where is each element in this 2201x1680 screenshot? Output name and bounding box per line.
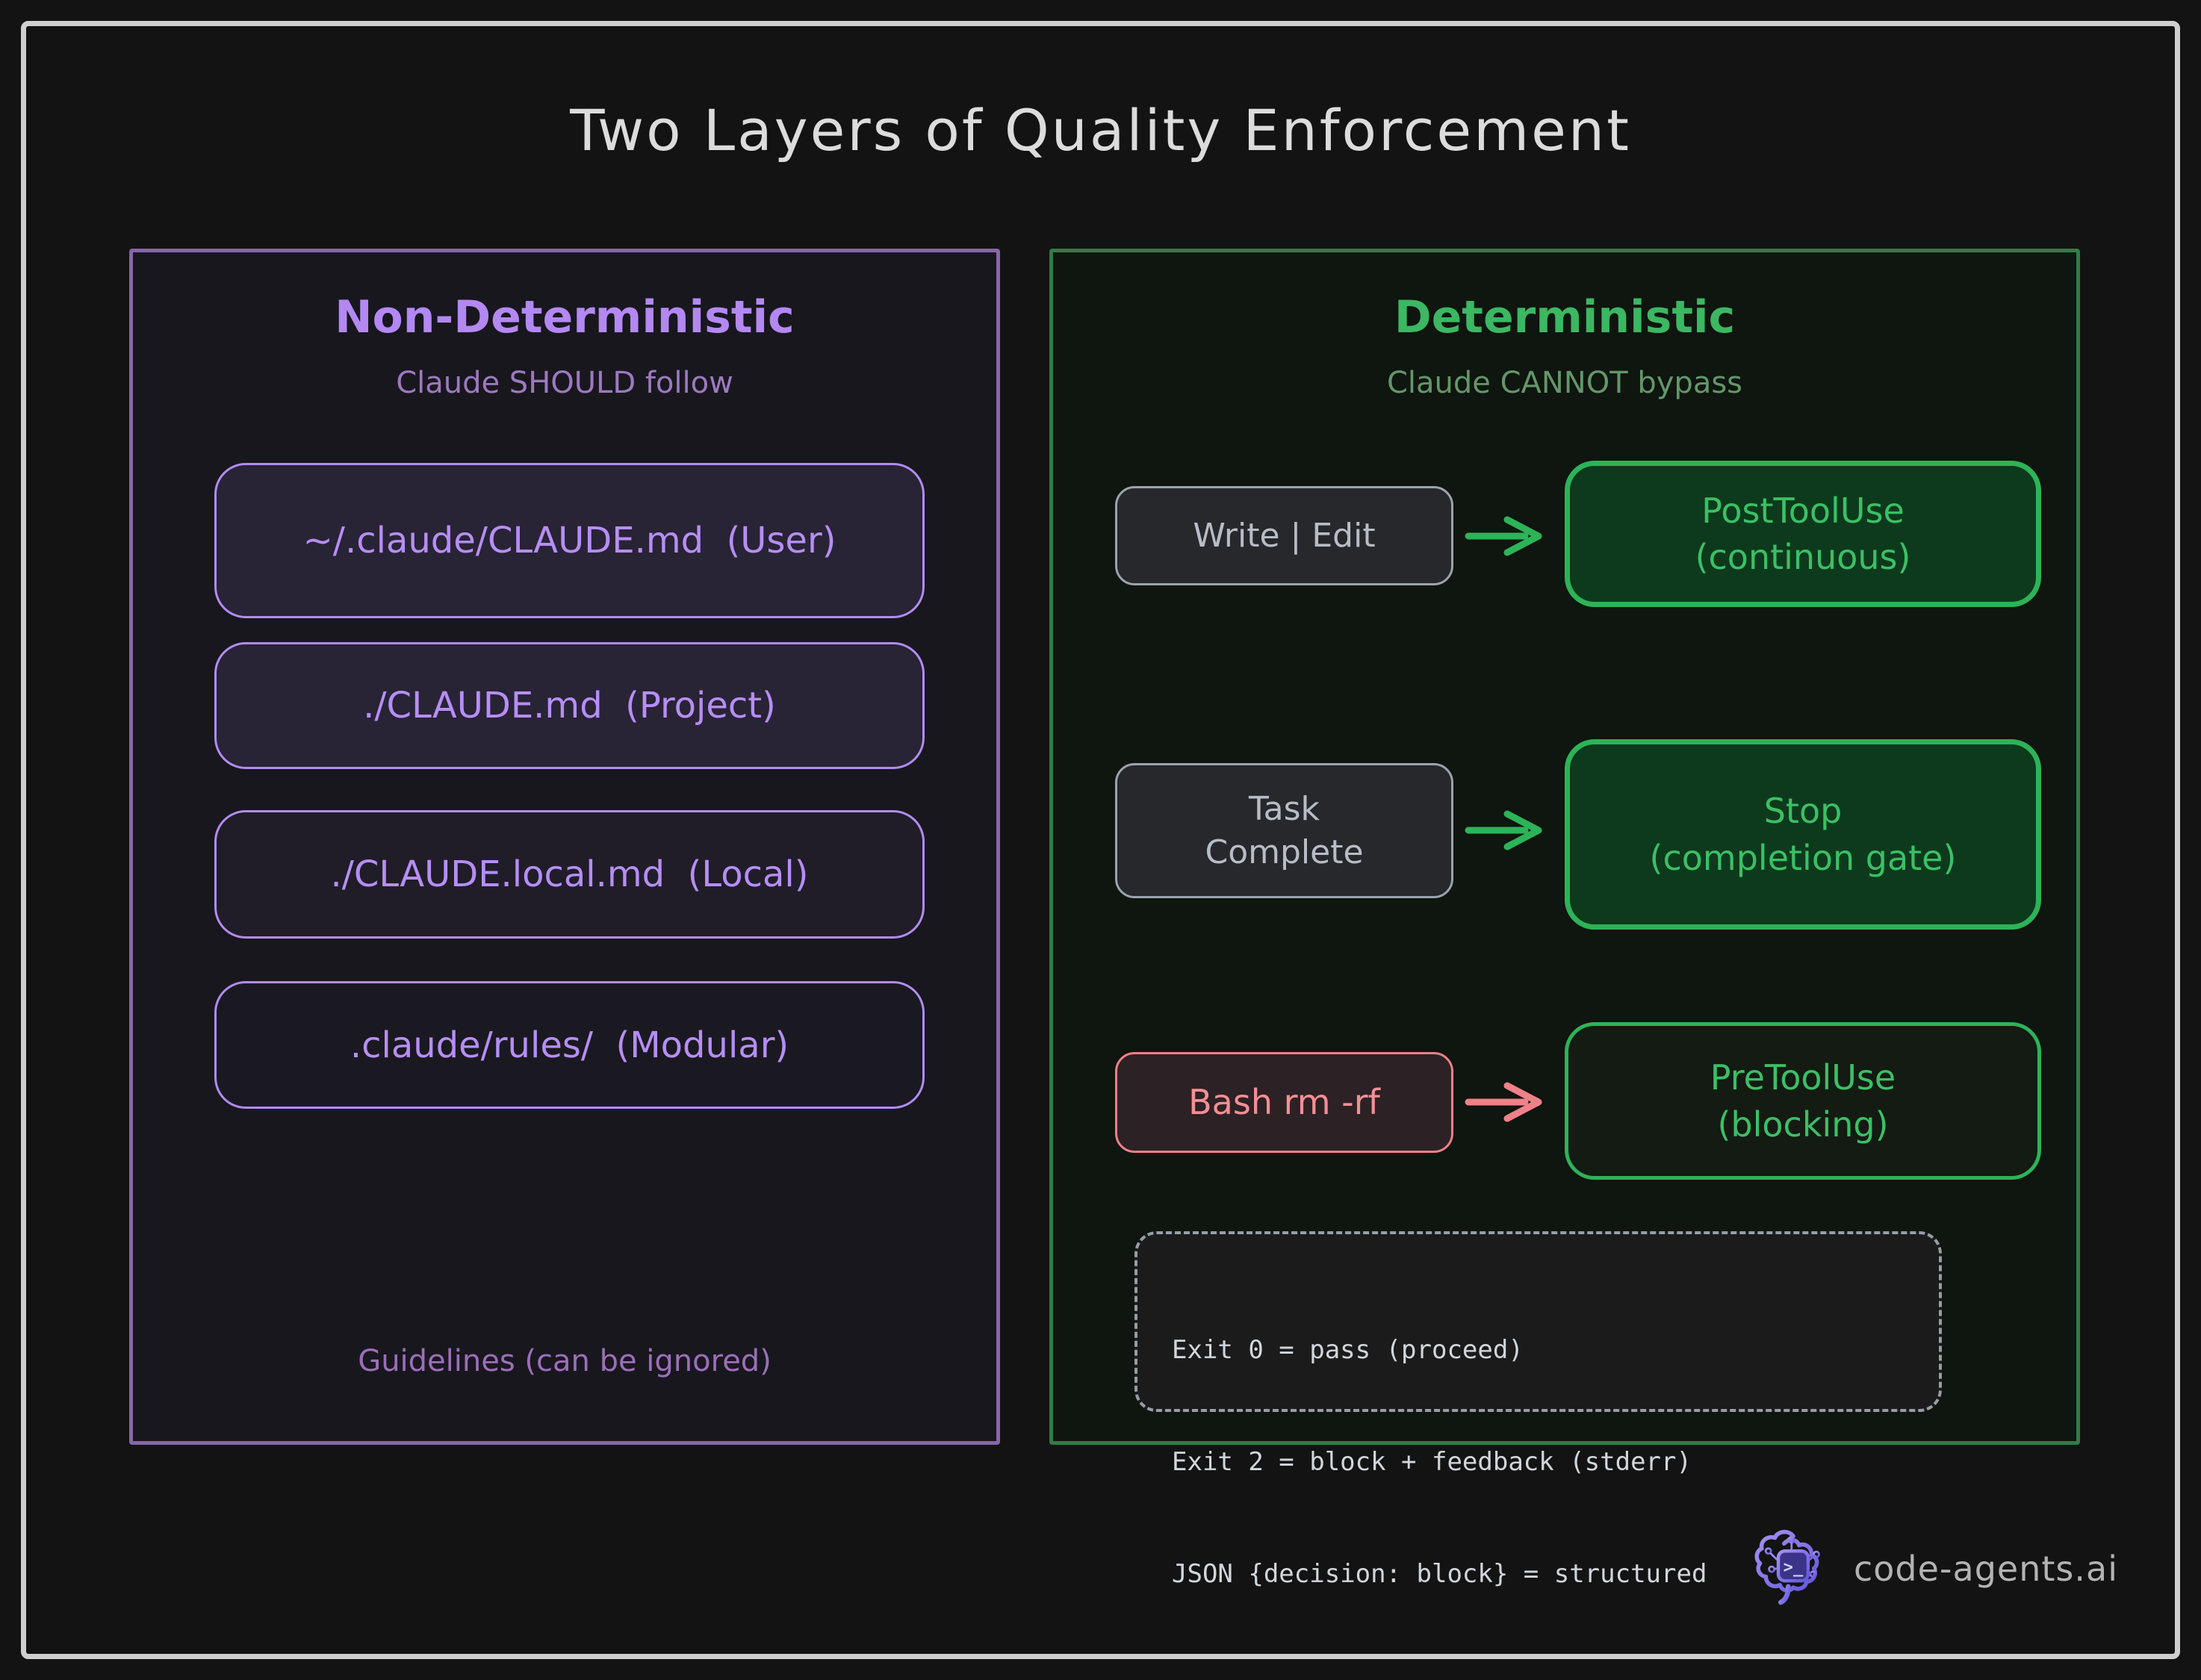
trigger-label-line1: Task: [1249, 790, 1320, 829]
trigger-task-complete: Task Complete: [1115, 763, 1453, 898]
exit-code-line: JSON {decision: block} = structured: [1172, 1559, 1707, 1589]
trigger-write-edit: Write | Edit: [1115, 486, 1453, 585]
pill-local-claude-md: ./CLAUDE.local.md (Local): [214, 810, 925, 939]
deterministic-panel: Deterministic Claude CANNOT bypass Write…: [1049, 249, 2080, 1589]
arrow-right-icon: [1465, 516, 1542, 556]
non-deterministic-panel: Non-Deterministic Claude SHOULD follow ~…: [129, 249, 1000, 1445]
pill-label: ~/.claude/CLAUDE.md (User): [302, 520, 836, 561]
pill-label: .claude/rules/ (Modular): [350, 1024, 789, 1066]
exit-codes-box: Exit 0 = pass (proceed) Exit 2 = block +…: [1134, 1231, 1942, 1589]
pill-project-claude-md: ./CLAUDE.md (Project): [214, 642, 925, 769]
brand-name: code-agents.ai: [1854, 1549, 2118, 1589]
hook-stop: Stop (completion gate): [1565, 739, 2041, 930]
deterministic-heading: Deterministic: [1394, 291, 1736, 343]
non-deterministic-subheading: Claude SHOULD follow: [396, 366, 733, 400]
pill-label: ./CLAUDE.local.md (Local): [330, 853, 809, 895]
hook-name: PostToolUse: [1701, 490, 1904, 531]
diagram-title: Two Layers of Quality Enforcement: [570, 97, 1631, 164]
hook-mode: (completion gate): [1649, 837, 1957, 878]
hook-pretooluse: PreToolUse (blocking): [1565, 1022, 2041, 1180]
brain-terminal-icon: >_: [1754, 1529, 1820, 1605]
diagram-frame: [21, 21, 2180, 1659]
arrow-right-icon: [1465, 1082, 1542, 1122]
guidelines-footnote: Guidelines (can be ignored): [358, 1344, 772, 1378]
pill-label: ./CLAUDE.md (Project): [363, 685, 776, 727]
trigger-label: Write | Edit: [1193, 516, 1376, 555]
trigger-bash-rm-rf: Bash rm -rf: [1115, 1052, 1453, 1153]
trigger-label-line2: Complete: [1205, 833, 1364, 871]
hook-name: Stop: [1763, 791, 1843, 832]
hook-mode: (blocking): [1717, 1104, 1889, 1145]
terminal-prompt-glyph: >_: [1784, 1558, 1804, 1577]
deterministic-subheading: Claude CANNOT bypass: [1386, 366, 1743, 400]
trigger-label: Bash rm -rf: [1188, 1081, 1380, 1122]
hook-name: PreToolUse: [1710, 1057, 1896, 1098]
non-deterministic-heading: Non-Deterministic: [335, 291, 795, 343]
hook-posttooluse: PostToolUse (continuous): [1565, 461, 2041, 607]
pill-rules-directory: .claude/rules/ (Modular): [214, 981, 925, 1109]
exit-code-line: Exit 0 = pass (proceed): [1172, 1335, 1524, 1365]
hook-mode: (continuous): [1695, 537, 1911, 577]
exit-code-line: Exit 2 = block + feedback (stderr): [1172, 1447, 1692, 1477]
arrow-right-icon: [1465, 810, 1542, 850]
pill-user-claude-md: ~/.claude/CLAUDE.md (User): [214, 463, 925, 618]
